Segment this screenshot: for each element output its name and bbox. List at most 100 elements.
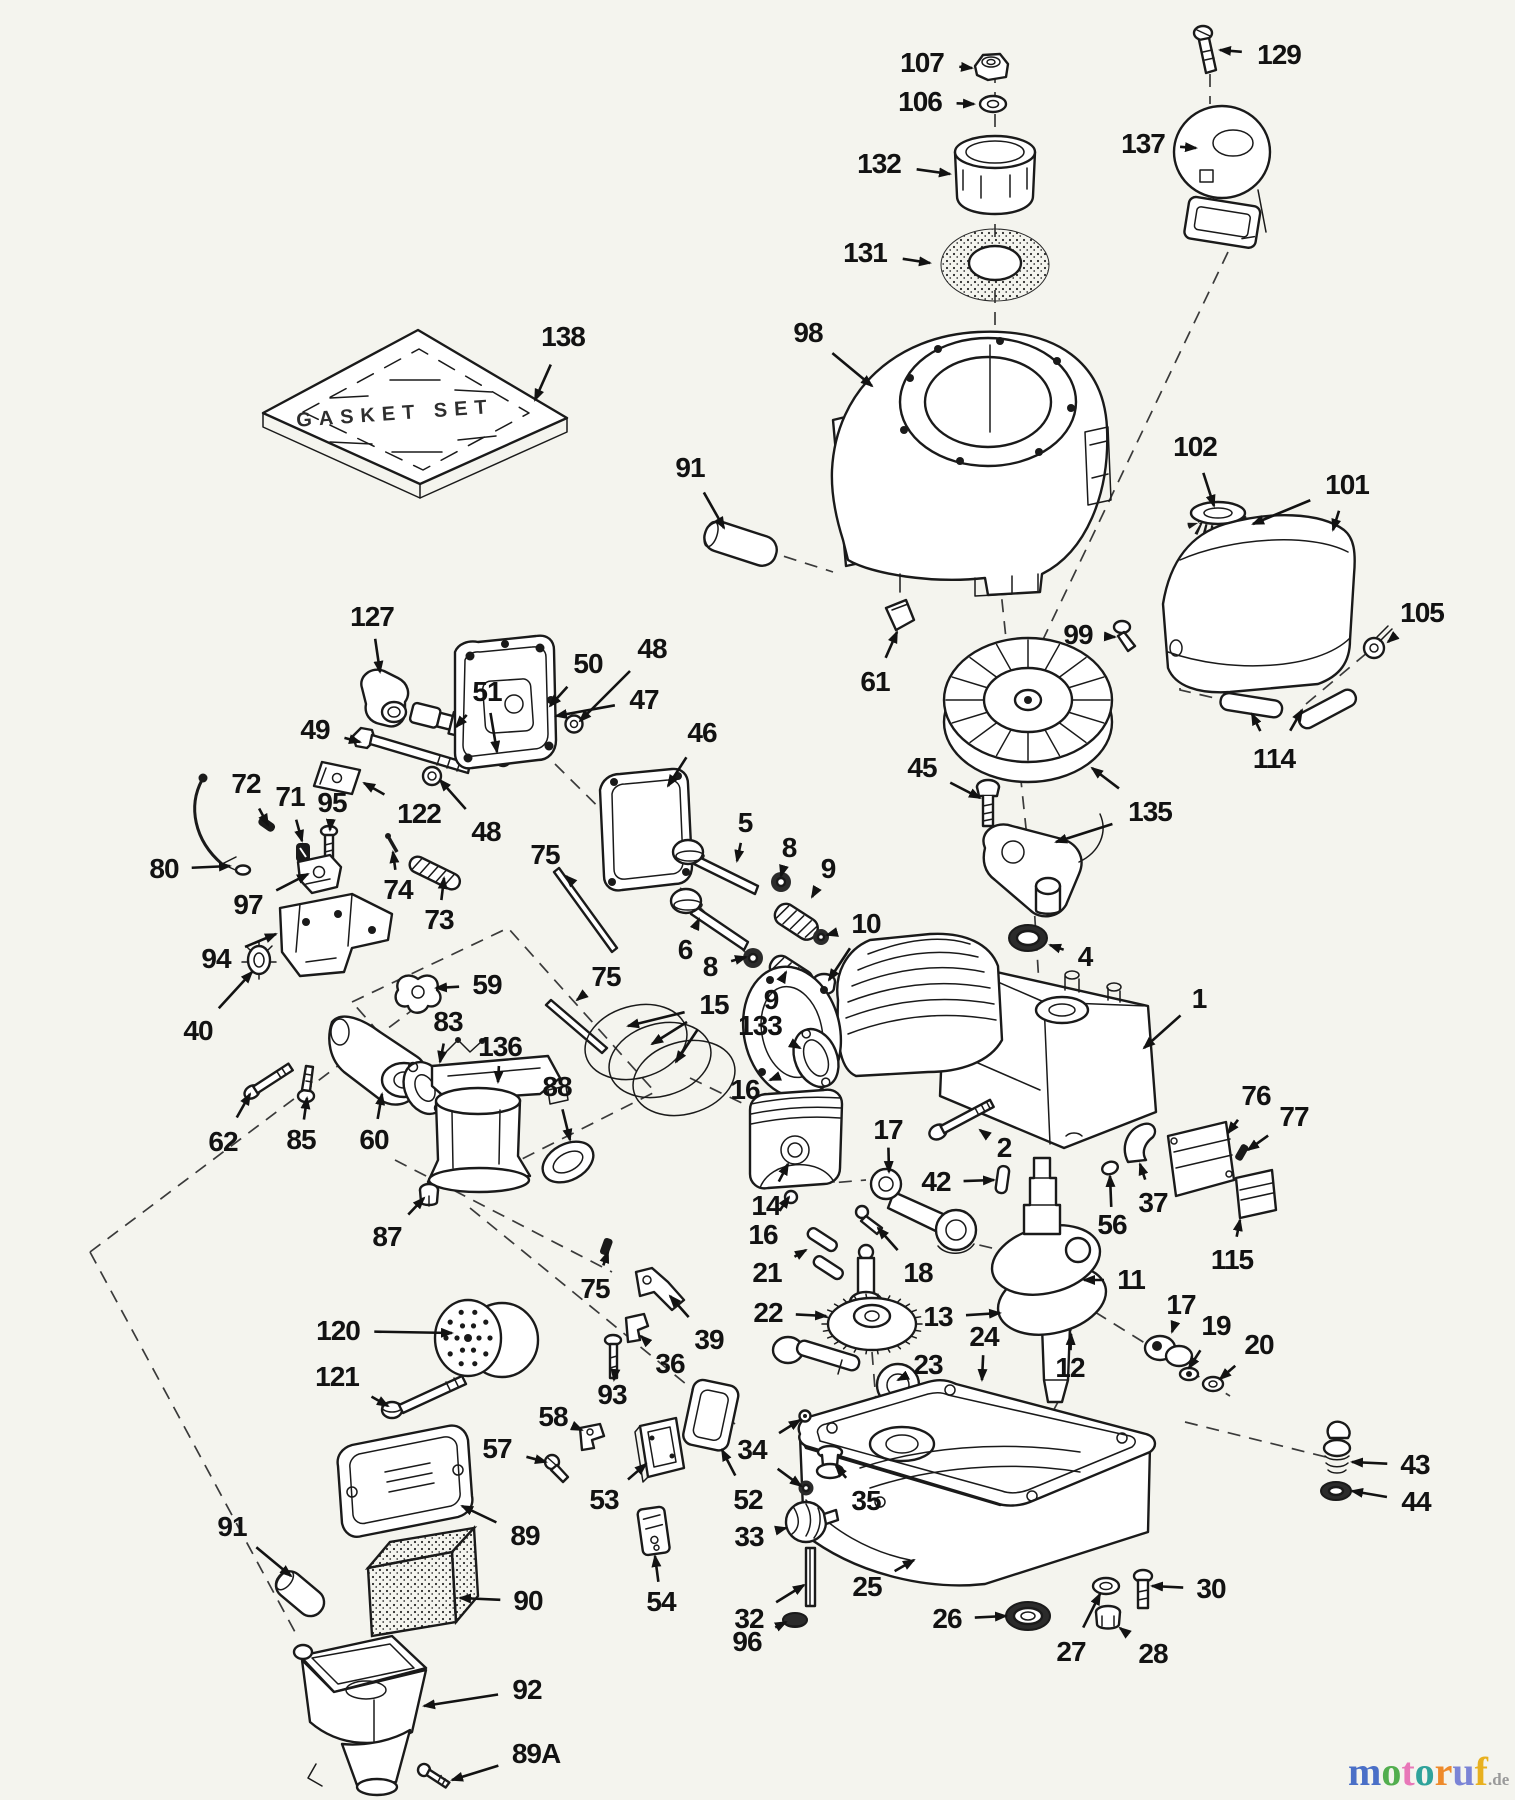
part-callout-44: 44 — [1401, 1486, 1431, 1517]
part-oil-fill-plug-43 — [1322, 1420, 1352, 1474]
part-callout-28: 28 — [1138, 1638, 1168, 1669]
part-callout-56: 56 — [1097, 1209, 1127, 1240]
part-callout-14: 14 — [751, 1190, 781, 1221]
part-callout-58: 58 — [538, 1401, 568, 1432]
part-callout-16: 16 — [748, 1219, 778, 1250]
part-callout-127: 127 — [350, 601, 395, 632]
part-head-bolt-2 — [928, 1098, 995, 1141]
part-seal-26 — [1005, 1601, 1051, 1631]
part-callout-5: 5 — [737, 807, 754, 838]
part-callout-74: 74 — [383, 874, 413, 905]
part-callout-122: 122 — [397, 798, 442, 829]
part-callout-2: 2 — [996, 1132, 1013, 1163]
part-washer-44 — [1320, 1481, 1352, 1501]
part-module-54 — [636, 1505, 671, 1557]
part-callout-131: 131 — [843, 237, 888, 268]
part-callout-137: 137 — [1121, 128, 1166, 159]
part-washer-27 — [1091, 1576, 1121, 1596]
part-callout-13: 13 — [923, 1301, 953, 1332]
part-callout-24: 24 — [969, 1321, 999, 1352]
part-screw-99 — [1112, 619, 1137, 653]
part-callout-75: 75 — [580, 1273, 610, 1304]
part-clip-61 — [884, 598, 916, 632]
part-air-cleaner-cover — [336, 1424, 474, 1538]
part-callout-59: 59 — [472, 969, 502, 1000]
part-cylinder-head — [453, 634, 558, 770]
part-callout-115: 115 — [1210, 1244, 1254, 1275]
part-callout-32: 32 — [734, 1603, 764, 1634]
part-callout-36: 36 — [655, 1348, 685, 1379]
part-screw-57 — [543, 1453, 570, 1484]
part-callout-87: 87 — [372, 1221, 402, 1252]
part-air-cleaner-body — [292, 1634, 428, 1797]
part-screw-89a — [416, 1762, 451, 1789]
part-callout-62: 62 — [208, 1126, 238, 1157]
part-callout-72: 72 — [231, 768, 261, 799]
part-callout-136: 136 — [478, 1031, 523, 1062]
part-crankshaft — [990, 1156, 1108, 1404]
part-callout-94: 94 — [201, 943, 231, 974]
part-callout-133: 133 — [738, 1010, 783, 1041]
part-callout-8: 8 — [702, 951, 719, 982]
part-callout-35: 35 — [851, 1485, 881, 1516]
part-callout-46: 46 — [687, 717, 717, 748]
part-callout-106: 106 — [898, 86, 943, 117]
part-callout-27: 27 — [1056, 1636, 1086, 1667]
part-callout-60: 60 — [359, 1124, 389, 1155]
part-governor-rod — [193, 773, 252, 876]
part-callout-48: 48 — [471, 816, 501, 847]
part-starter-cup — [953, 134, 1037, 216]
part-callout-49: 49 — [300, 714, 330, 745]
part-muffler — [433, 1298, 540, 1379]
part-callout-34: 34 — [737, 1434, 767, 1465]
part-callout-25: 25 — [852, 1571, 882, 1602]
part-flywheel — [942, 636, 1114, 784]
part-plate-115 — [1234, 1168, 1278, 1220]
part-callout-4: 4 — [1077, 941, 1094, 972]
part-callout-51: 51 — [472, 676, 502, 707]
watermark-letter: t — [1401, 1749, 1415, 1794]
part-pump-shaft-32 — [804, 1546, 817, 1608]
part-callout-8: 8 — [781, 832, 798, 863]
part-clip-36 — [624, 1312, 650, 1344]
part-bracket-94 — [278, 892, 394, 978]
part-callout-30: 30 — [1196, 1573, 1226, 1604]
part-callout-9: 9 — [820, 853, 837, 884]
part-callout-89: 89 — [510, 1520, 540, 1551]
part-washer-48b — [421, 765, 443, 787]
part-callout-132: 132 — [857, 148, 902, 179]
part-valve-5 — [671, 838, 760, 896]
part-callout-26: 26 — [932, 1603, 962, 1634]
part-washer — [978, 94, 1008, 114]
part-plate-76 — [1166, 1120, 1236, 1198]
part-callout-107: 107 — [900, 47, 945, 78]
part-callout-80: 80 — [149, 853, 179, 884]
part-magneto — [982, 813, 1104, 918]
part-callout-97: 97 — [233, 889, 263, 920]
part-callout-129: 129 — [1257, 39, 1302, 70]
part-oval-56 — [1101, 1160, 1119, 1176]
part-callout-89A: 89A — [511, 1738, 561, 1769]
part-callout-15: 15 — [699, 989, 729, 1020]
part-callout-52: 52 — [733, 1484, 763, 1515]
part-callout-77: 77 — [1279, 1101, 1309, 1132]
part-callout-83: 83 — [433, 1006, 463, 1037]
part-gasket-133 — [792, 1027, 840, 1089]
part-callout-50: 50 — [573, 648, 603, 679]
watermark-logo[interactable]: motoruf.de — [1348, 1752, 1509, 1792]
part-callout-95: 95 — [317, 787, 347, 818]
part-bolt-30 — [1132, 1568, 1154, 1610]
part-callout-10: 10 — [851, 908, 881, 939]
part-callout-120: 120 — [316, 1315, 361, 1346]
part-pin-77 — [1235, 1144, 1249, 1161]
part-callout-47: 47 — [629, 684, 659, 715]
part-callout-45: 45 — [907, 752, 937, 783]
part-push-rods — [544, 866, 619, 1256]
part-hook-37 — [1123, 1122, 1157, 1164]
part-callout-75: 75 — [530, 839, 560, 870]
part-callout-22: 22 — [753, 1297, 783, 1328]
watermark-letter: o — [1381, 1749, 1402, 1794]
watermark-letter: m — [1348, 1749, 1382, 1794]
part-callout-39: 39 — [694, 1324, 724, 1355]
